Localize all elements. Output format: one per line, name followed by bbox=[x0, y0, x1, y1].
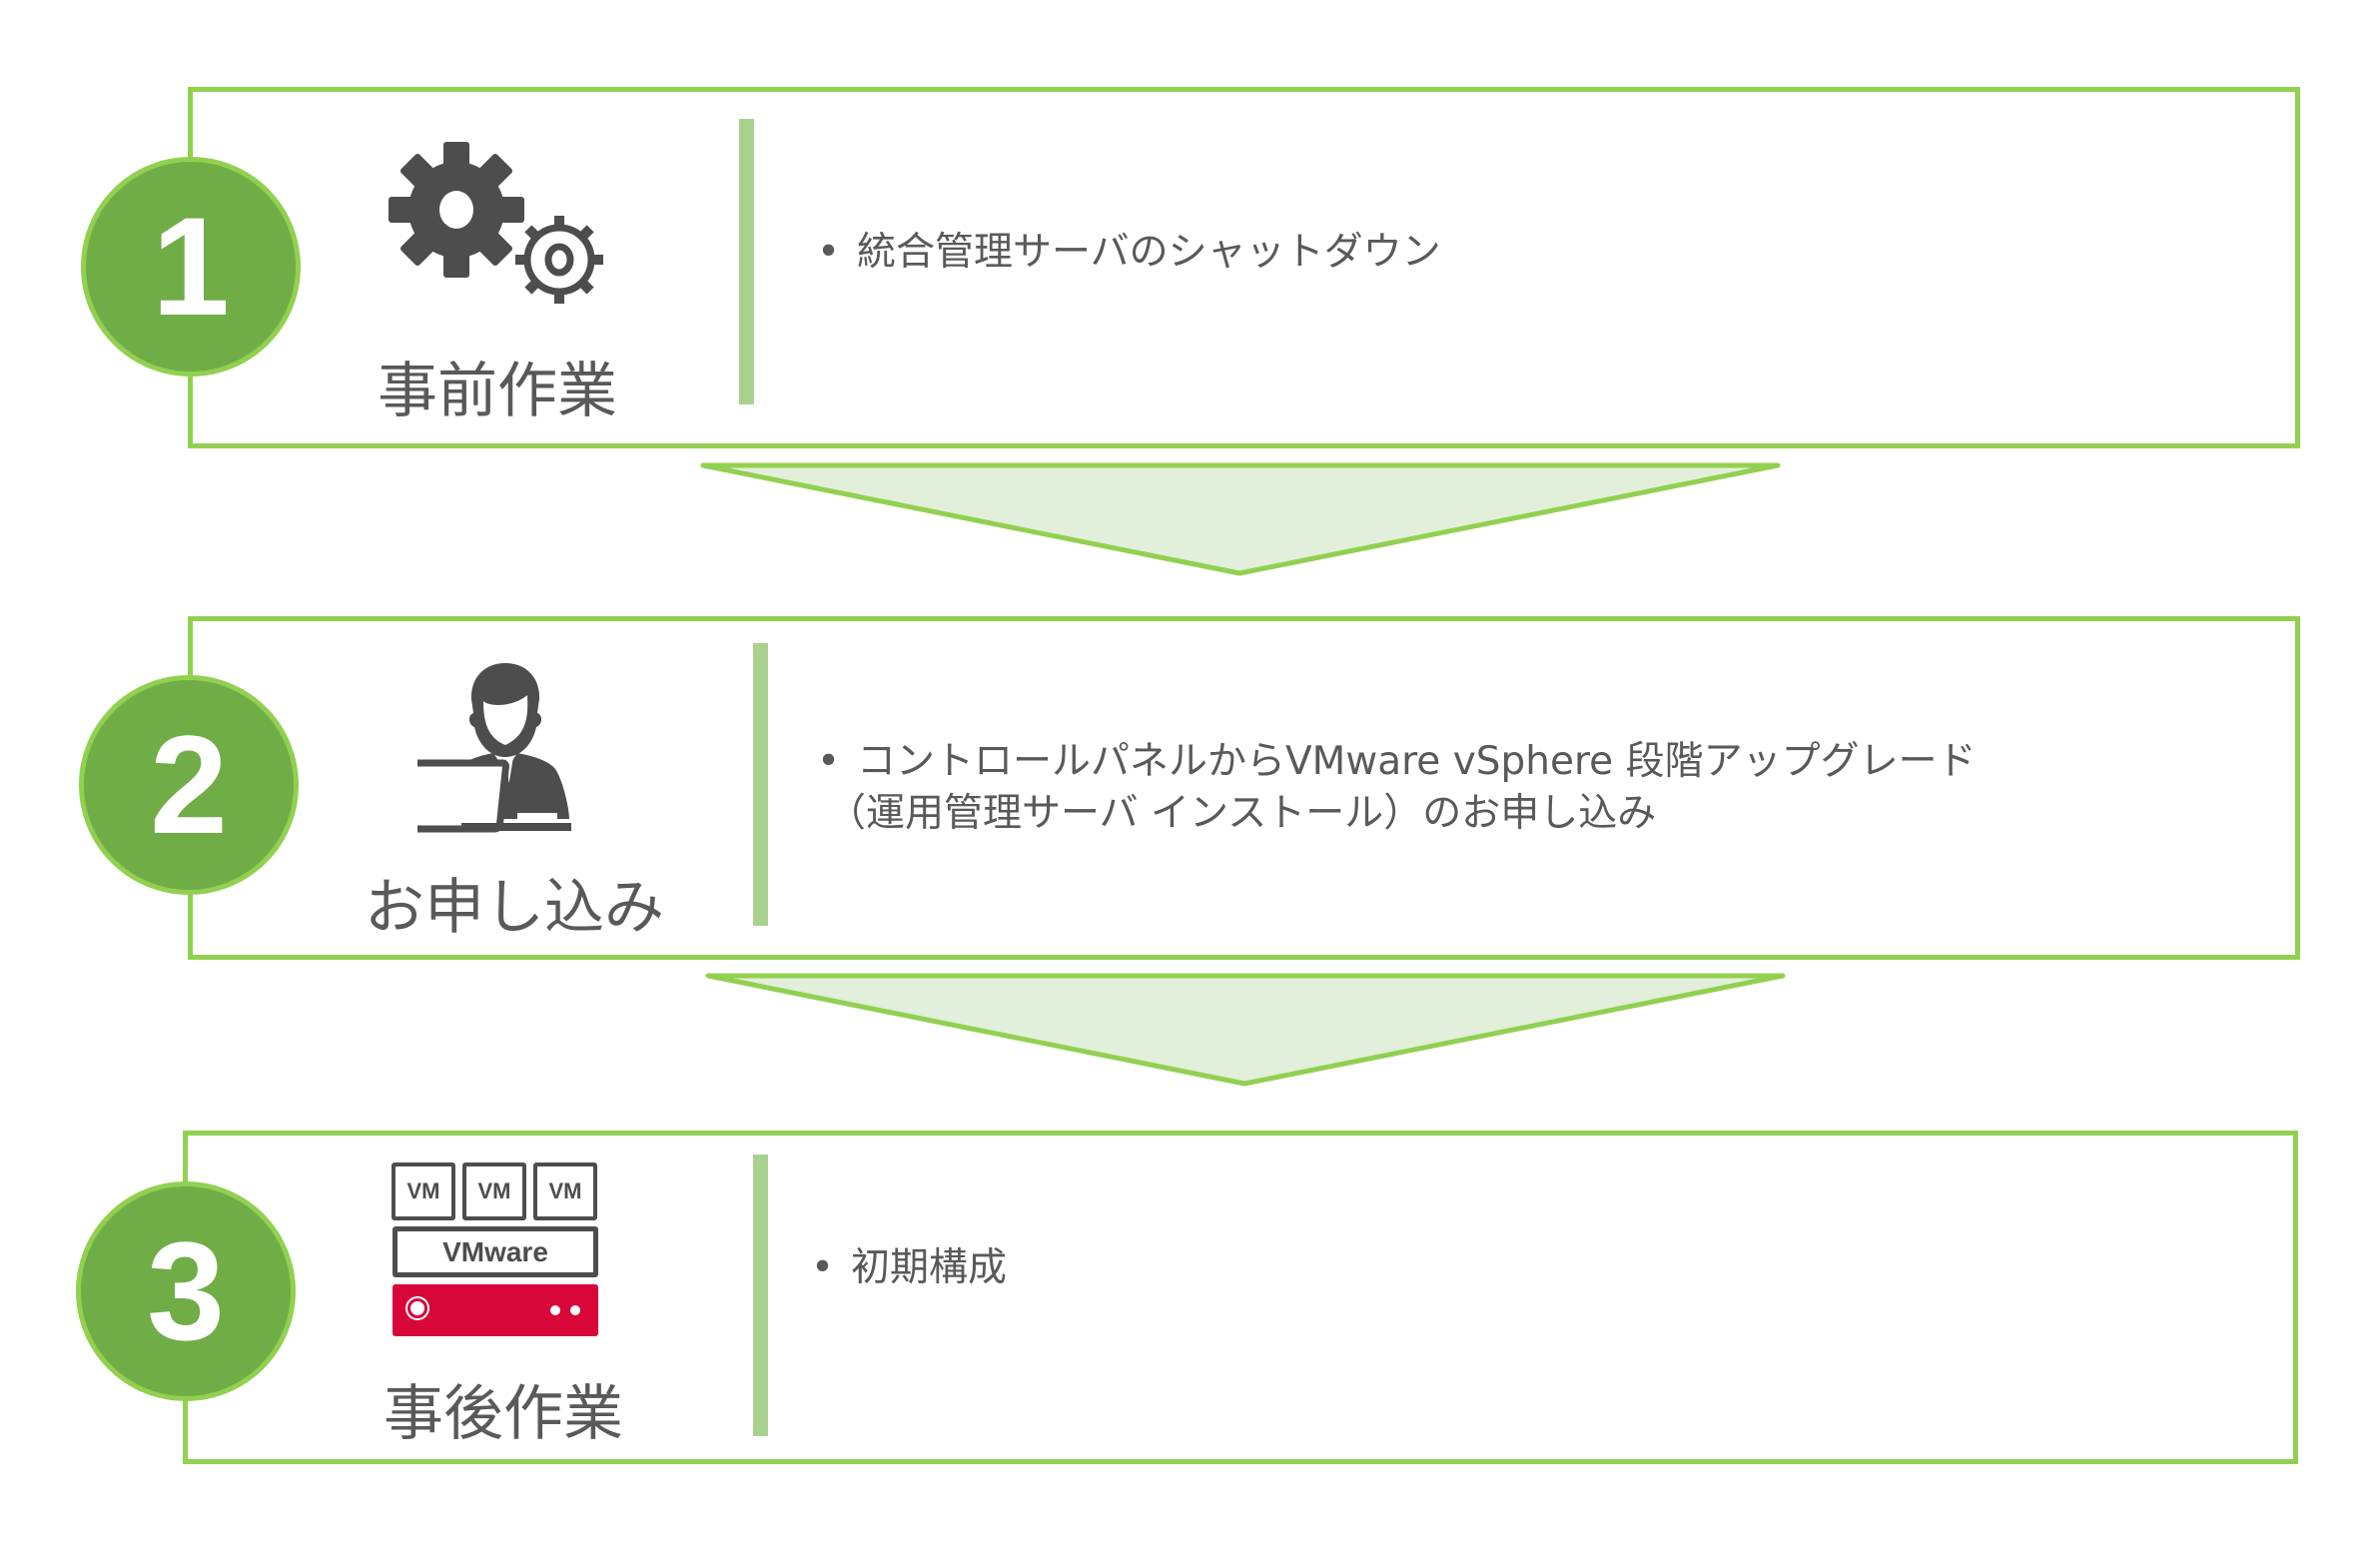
step-1-number: 1 bbox=[81, 157, 301, 377]
bullet-item: •統合管理サーバのシャットダウン bbox=[817, 230, 1441, 275]
step-3-number: 3 bbox=[76, 1181, 296, 1401]
person-laptop-icon bbox=[417, 663, 571, 833]
step-2-number: 2 bbox=[79, 675, 299, 895]
led-icon bbox=[570, 1305, 580, 1315]
vm-box: VM bbox=[392, 1162, 455, 1220]
step-3-divider bbox=[753, 1155, 768, 1436]
bullet-item-continuation: （運用管理サーバ インストール）のお申し込み bbox=[827, 791, 1657, 836]
step-2-divider bbox=[753, 643, 768, 926]
step-2-label: お申し込み bbox=[365, 873, 664, 943]
step-1-label: 事前作業 bbox=[378, 357, 617, 426]
vmware-layer: VMware bbox=[393, 1226, 598, 1277]
step-1-box bbox=[188, 87, 2300, 448]
bullet-item: •初期構成 bbox=[811, 1245, 1008, 1290]
step-1-bullets: •統合管理サーバのシャットダウン bbox=[817, 227, 1441, 279]
flow-arrow-2 bbox=[705, 973, 1786, 1087]
step-3-label: 事後作業 bbox=[384, 1379, 623, 1449]
step-3-bullets: •初期構成 bbox=[811, 1242, 1007, 1294]
flow-arrow-1 bbox=[700, 462, 1781, 576]
vm-box: VM bbox=[533, 1162, 597, 1220]
step-2-bullets: •コントロールパネルからVMware vSphere 段階アップグレード （運用… bbox=[817, 736, 1977, 840]
led-icon bbox=[550, 1305, 560, 1315]
power-button-icon bbox=[405, 1296, 429, 1320]
gears-icon bbox=[389, 142, 603, 304]
step-1-divider bbox=[739, 119, 754, 404]
bullet-item: •コントロールパネルからVMware vSphere 段階アップグレード bbox=[817, 739, 1977, 784]
server-unit bbox=[393, 1284, 598, 1336]
vm-box: VM bbox=[462, 1162, 526, 1220]
vmware-server-icon: VM VM VM VMware bbox=[392, 1162, 601, 1338]
